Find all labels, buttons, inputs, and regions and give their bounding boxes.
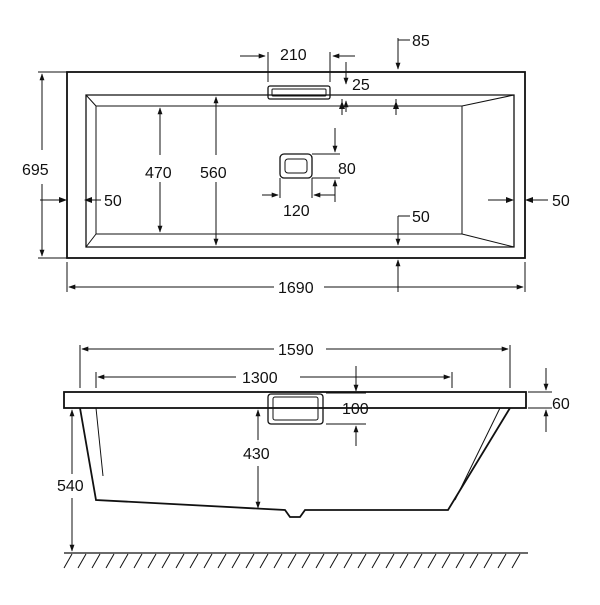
hatch-line — [217, 553, 227, 569]
hatch-line — [399, 553, 409, 569]
dim-length-1690: 1690 — [278, 280, 314, 297]
hatch-line — [441, 553, 451, 569]
hatch-line — [413, 553, 423, 569]
hatch-line — [357, 553, 367, 569]
hatch-line — [497, 553, 507, 569]
dim-drain-80: 80 — [338, 161, 356, 178]
hatch-line — [245, 553, 255, 569]
hatch-line — [259, 553, 269, 569]
dim-width-695: 695 — [22, 162, 49, 179]
hatch-line — [483, 553, 493, 569]
hatch-line — [385, 553, 395, 569]
tub-outline-top — [66, 71, 526, 259]
hatch-line — [469, 553, 479, 569]
dim-overflow-100: 100 — [342, 401, 369, 418]
dim-rim-60: 60 — [552, 396, 570, 413]
overflow-cover — [267, 85, 331, 100]
dim-inner-470: 470 — [145, 165, 172, 182]
hatch-line — [231, 553, 241, 569]
overflow-side — [267, 393, 324, 425]
side-view: 1590 1300 100 60 430 540 — [57, 342, 570, 569]
hatch-line — [105, 553, 115, 569]
hatch-line — [119, 553, 129, 569]
dim-rim-bottom-50: 50 — [412, 209, 430, 226]
hatch-line — [329, 553, 339, 569]
hatch-line — [147, 553, 157, 569]
dim-drain-120: 120 — [283, 203, 310, 220]
dim-rim-right-50: 50 — [552, 193, 570, 210]
hatch-line — [315, 553, 325, 569]
hatch-line — [287, 553, 297, 569]
floor-hatching — [63, 553, 521, 569]
hatch-line — [371, 553, 381, 569]
dim-rim-85: 85 — [412, 33, 430, 50]
tub-body-side — [79, 407, 511, 518]
hatch-line — [189, 553, 199, 569]
hatch-line — [203, 553, 213, 569]
drain — [279, 153, 313, 179]
dim-overflow-25: 25 — [352, 77, 370, 94]
hatch-line — [133, 553, 143, 569]
hatch-line — [301, 553, 311, 569]
dim-top-length-1590: 1590 — [278, 342, 314, 359]
dim-bottom-560: 560 — [200, 165, 227, 182]
hatch-line — [161, 553, 171, 569]
hatch-line — [455, 553, 465, 569]
hatch-line — [91, 553, 101, 569]
hatch-line — [427, 553, 437, 569]
tub-rim-side — [63, 391, 527, 409]
hatch-line — [175, 553, 185, 569]
dim-rim-left-50: 50 — [104, 193, 122, 210]
dim-overflow-width: 210 — [280, 47, 307, 64]
hatch-line — [511, 553, 521, 569]
dim-bottom-length-1300: 1300 — [242, 370, 278, 387]
dim-depth-430: 430 — [243, 446, 270, 463]
hatch-line — [273, 553, 283, 569]
hatch-line — [77, 553, 87, 569]
hatch-line — [63, 553, 73, 569]
top-view: 210 85 25 695 470 560 80 120 — [22, 33, 570, 297]
dim-height-540: 540 — [57, 478, 84, 495]
hatch-line — [343, 553, 353, 569]
